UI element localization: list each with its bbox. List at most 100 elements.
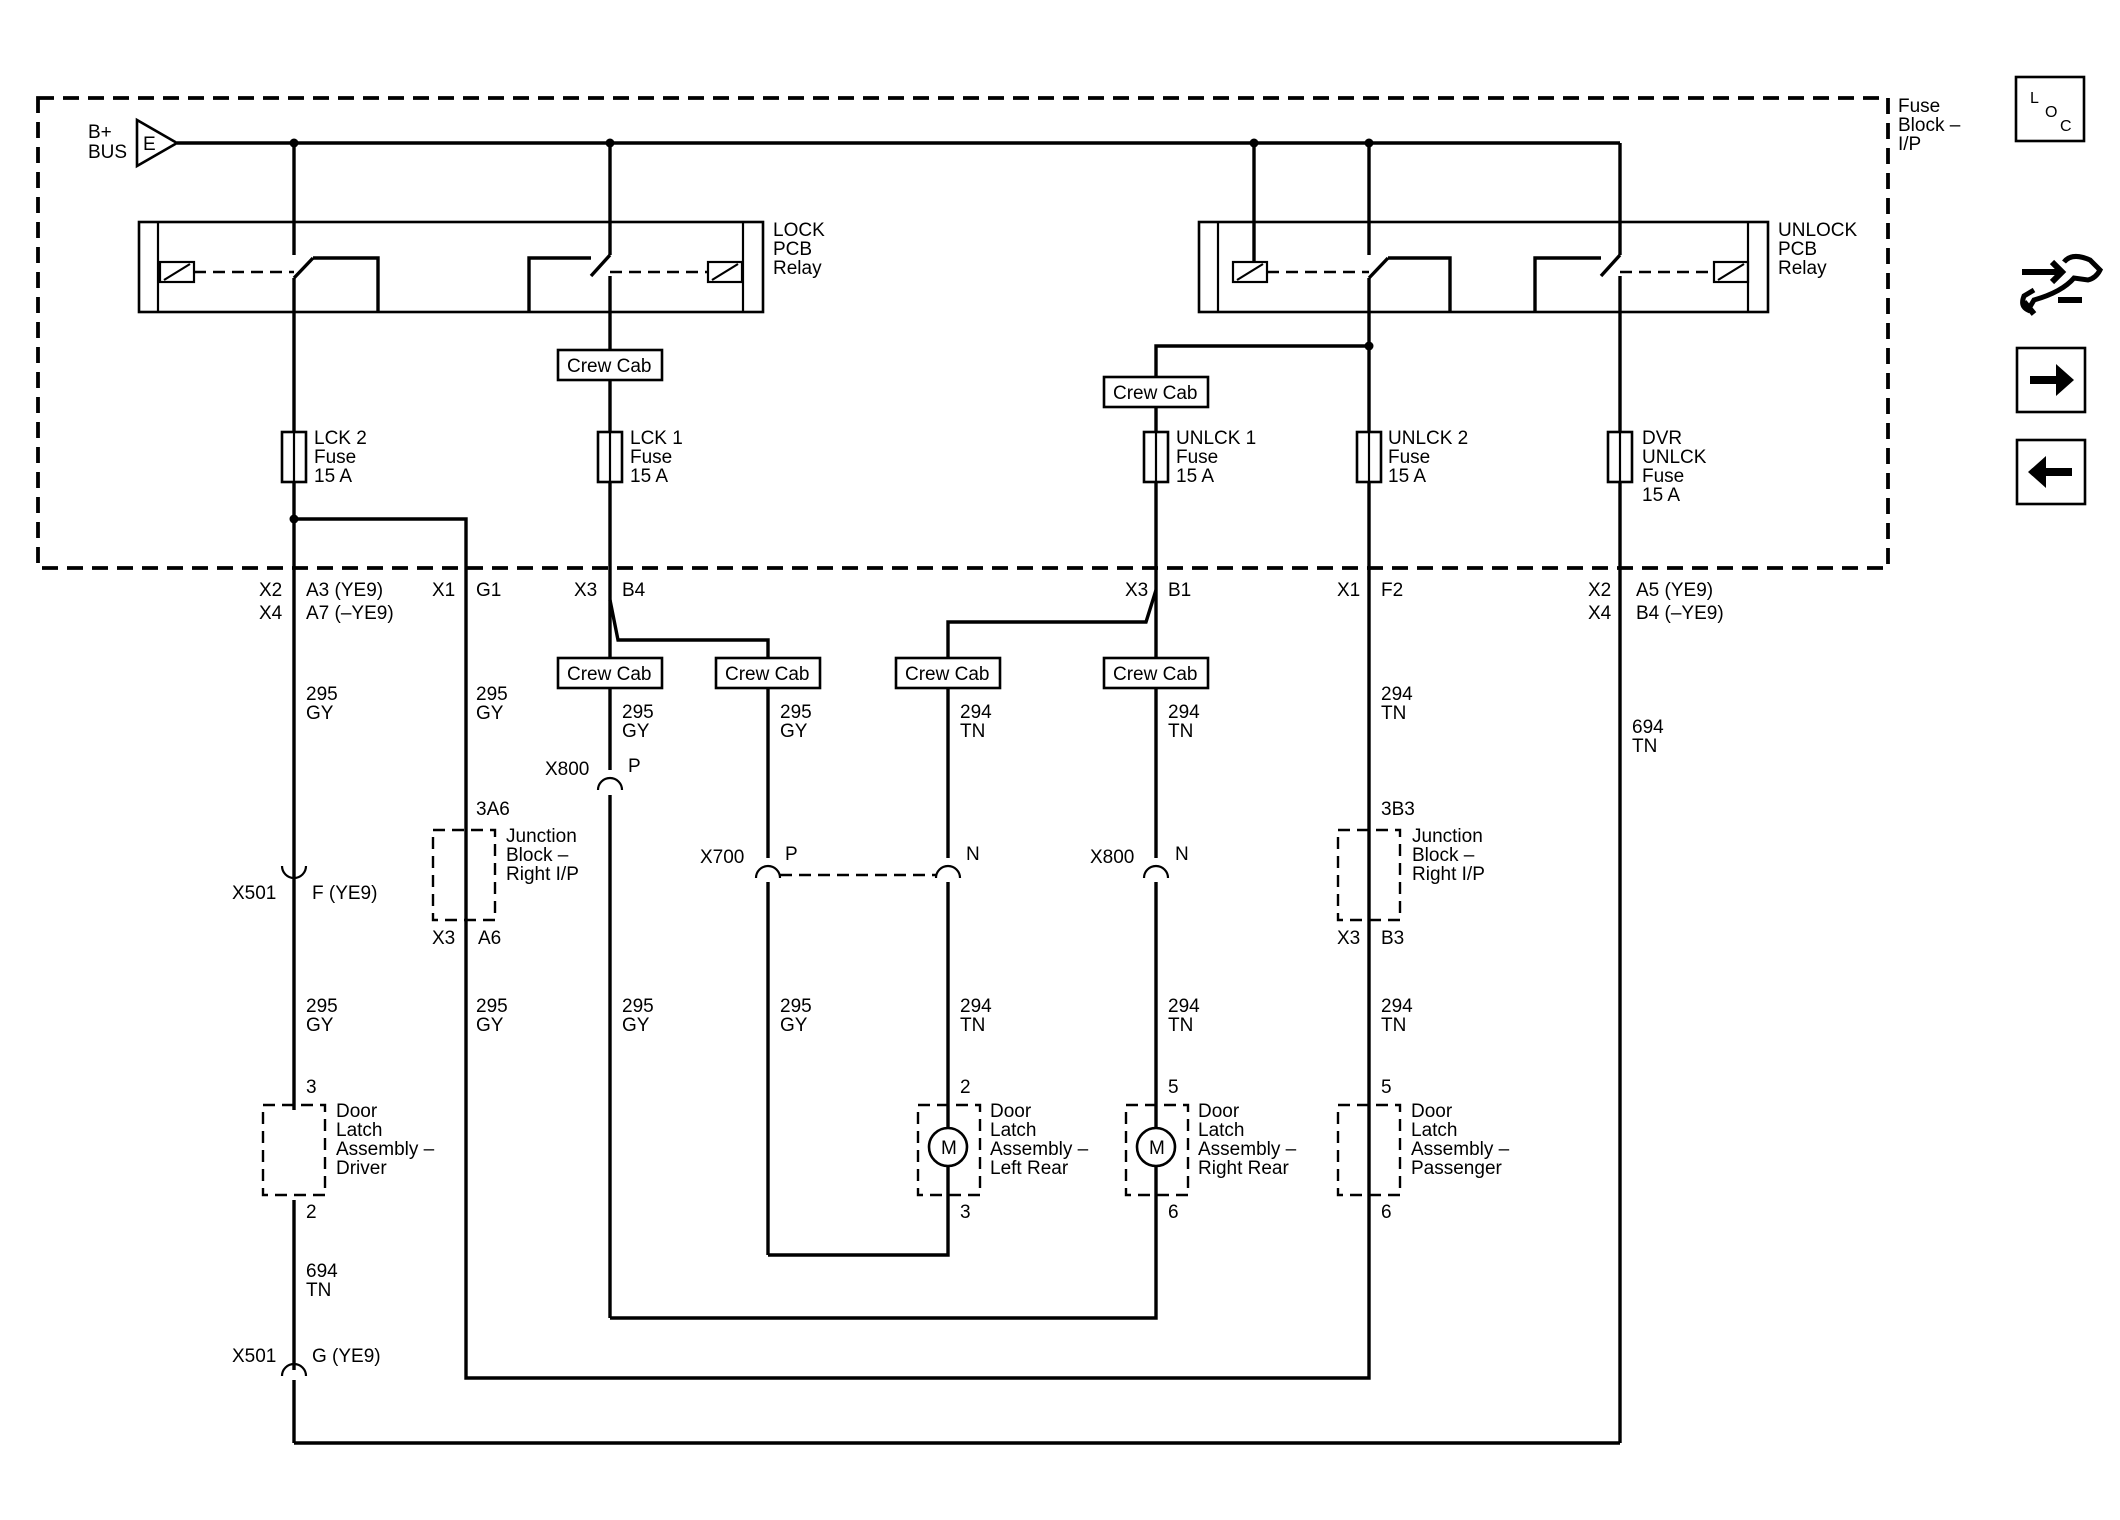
wire-295-gy-junction-loop [294, 517, 1371, 1380]
crew-cab-label: Crew Cab [1113, 664, 1197, 685]
wire-num: 295 [622, 702, 654, 723]
wire-color: GY [622, 721, 650, 742]
junction-block-left [431, 828, 497, 922]
wire-num: 294 [960, 702, 992, 723]
wire-num: 295 [476, 684, 508, 705]
crew-cab-label: Crew Cab [905, 664, 989, 685]
latch-passenger-label-4: Passenger [1411, 1158, 1503, 1179]
fuse-dvr-label-3: Fuse [1642, 466, 1684, 487]
conn-x1: X1 [432, 580, 455, 601]
fuse-unlck2-label-1: UNLCK 2 [1388, 428, 1468, 449]
conn-b4: B4 (–YE9) [1636, 603, 1724, 624]
conn-g1: G1 [476, 580, 501, 601]
conn-x4: X4 [1588, 603, 1612, 624]
loc-icon-c: C [2060, 118, 2072, 135]
prev-page-button[interactable] [2015, 438, 2087, 506]
loc-button[interactable]: L O C [2014, 75, 2086, 143]
next-page-button[interactable] [2015, 346, 2087, 414]
pin-top: 5 [1381, 1077, 1392, 1098]
fuse-block-label-3: I/P [1898, 134, 1921, 155]
latch-right-rear-label-2: Latch [1198, 1120, 1244, 1141]
crew-cab-tag-lck1 [556, 348, 664, 382]
conn-x1: X1 [1337, 580, 1360, 601]
latch-driver-label-4: Driver [336, 1158, 387, 1179]
wire-num: 294 [960, 996, 992, 1017]
conn-a7: A7 (–YE9) [306, 603, 394, 624]
wire-num: 294 [1381, 996, 1413, 1017]
wire-color: GY [476, 703, 504, 724]
crew-cab-tag [556, 656, 664, 690]
conn-x3: X3 [1337, 928, 1360, 949]
junction-left-label-2: Block – [506, 845, 569, 866]
loc-icon-l: L [2030, 90, 2039, 107]
fuse-unlck1 [1142, 430, 1170, 484]
conn-f2: F2 [1381, 580, 1403, 601]
bus-triangle-icon [135, 117, 180, 169]
lock-relay-label-1: LOCK [773, 220, 825, 241]
pin-bottom: 6 [1381, 1202, 1392, 1223]
junction-left-label-3: Right I/P [506, 864, 579, 885]
wire-num: 294 [1168, 702, 1200, 723]
fuse-unlck1-label-2: Fuse [1176, 447, 1218, 468]
unlock-relay-label-2: PCB [1778, 239, 1817, 260]
wire-num: 295 [780, 996, 812, 1017]
conn-x3: X3 [574, 580, 597, 601]
tools-icon[interactable] [2020, 254, 2104, 316]
conn-b3: B3 [1381, 928, 1404, 949]
fuse-lck1-label-1: LCK 1 [630, 428, 683, 449]
fuse-dvr-unlck [1606, 430, 1634, 484]
unlock-pcb-relay [1197, 143, 1770, 314]
junction-left-label-1: Junction [506, 826, 577, 847]
junction-right-label-1: Junction [1412, 826, 1483, 847]
conn-a6: A6 [478, 928, 501, 949]
conn-a3: A3 (YE9) [306, 580, 383, 601]
fuse-block-label-2: Block – [1898, 115, 1961, 136]
wire-color: TN [306, 1280, 331, 1301]
pin-bottom: 3 [960, 1202, 971, 1223]
conn-x2: X2 [259, 580, 282, 601]
latch-left-rear-label-4: Left Rear [990, 1158, 1069, 1179]
fuse-dvr-label-4: 15 A [1642, 485, 1680, 506]
junction-block-right [1336, 828, 1402, 922]
wire-num: 694 [306, 1261, 338, 1282]
wire-color: TN [960, 721, 985, 742]
fuse-lck1-label-2: Fuse [630, 447, 672, 468]
crew-cab-label: Crew Cab [567, 356, 651, 377]
wire-num: 295 [622, 996, 654, 1017]
conn-n: N [966, 844, 980, 865]
motor-label: M [941, 1138, 957, 1159]
fuse-unlck2 [1355, 430, 1383, 484]
conn-p: P [628, 756, 641, 777]
door-latch-driver [261, 1103, 327, 1197]
conn-x2: X2 [1588, 580, 1611, 601]
crew-cab-label: Crew Cab [725, 664, 809, 685]
lock-pcb-relay [137, 143, 765, 314]
fuse-dvr-label-2: UNLCK [1642, 447, 1707, 468]
wire-color: TN [1632, 736, 1657, 757]
wire-color: TN [1381, 1015, 1406, 1036]
conn-f-ye9: F (YE9) [312, 883, 377, 904]
lock-relay-label-2: PCB [773, 239, 812, 260]
bus-symbol: E [143, 134, 156, 155]
pin-bottom: 6 [1168, 1202, 1179, 1223]
conn-x501: X501 [232, 883, 276, 904]
fuse-lck2-label-3: 15 A [314, 466, 352, 487]
unlock-relay-label-3: Relay [1778, 258, 1827, 279]
wire-num: 295 [306, 684, 338, 705]
fuse-unlck2-label-2: Fuse [1388, 447, 1430, 468]
conn-x4: X4 [259, 603, 283, 624]
wire-num: 694 [1632, 717, 1664, 738]
conn-b1: B1 [1168, 580, 1191, 601]
motor-label: M [1149, 1138, 1165, 1159]
wire-num: 295 [306, 996, 338, 1017]
lock-relay-label-3: Relay [773, 258, 822, 279]
conn-p: P [785, 844, 798, 865]
pin-top: 2 [960, 1077, 971, 1098]
latch-left-rear-label-3: Assembly – [990, 1139, 1089, 1160]
conn-x800: X800 [1090, 847, 1134, 868]
pin-top: 5 [1168, 1077, 1179, 1098]
latch-right-rear-label-1: Door [1198, 1101, 1240, 1122]
pin-3a6: 3A6 [476, 799, 510, 820]
